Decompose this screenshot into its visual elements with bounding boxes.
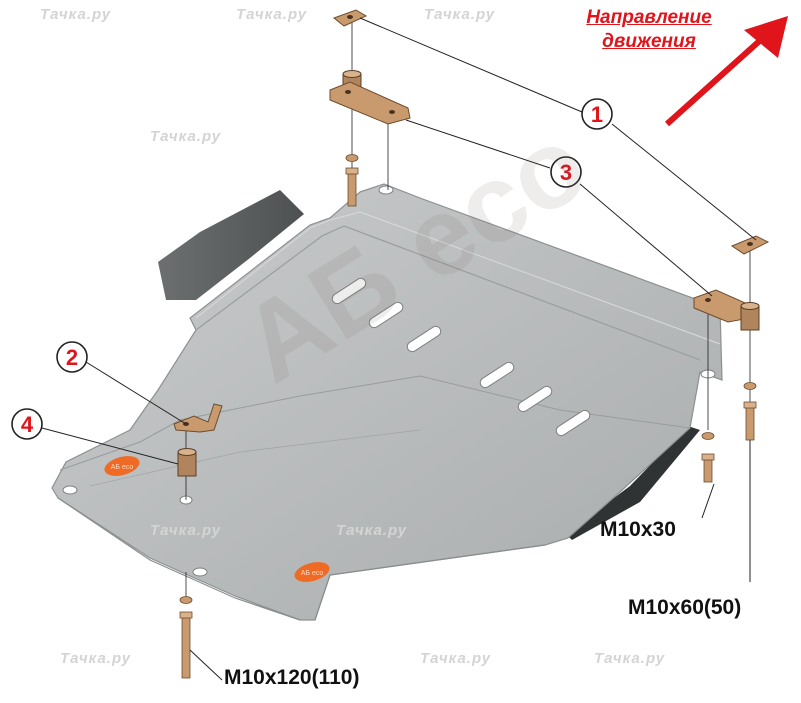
direction-line-2: движения bbox=[602, 31, 696, 52]
plate-logo-text-2: АБ eco bbox=[301, 570, 324, 577]
watermark: Тачка.ру bbox=[40, 6, 112, 23]
callout-3: 3 bbox=[550, 156, 582, 188]
watermark: Тачка.ру bbox=[424, 6, 496, 23]
vent-slots bbox=[331, 277, 591, 437]
watermark: Тачка.ру bbox=[150, 522, 222, 539]
plate-logo-text-1: АБ eco bbox=[111, 464, 134, 471]
bolt-label-m10x30: M10x30 bbox=[600, 518, 676, 541]
rear-shadow-panel bbox=[158, 190, 304, 300]
plate-logo-pads: АБ eco АБ eco bbox=[104, 456, 330, 582]
callout-1: 1 bbox=[581, 98, 613, 130]
front-bracket-assembly bbox=[173, 403, 223, 679]
watermark: Тачка.ру bbox=[236, 6, 308, 23]
bolt-label-m10x120: M10x120(110) bbox=[224, 666, 360, 689]
skid-plate: АБ eco АБ eco bbox=[51, 183, 723, 621]
rear-right-bracket-assembly bbox=[693, 235, 770, 483]
rear-left-bracket-assembly bbox=[329, 9, 411, 207]
direction-line-1: Направление bbox=[586, 7, 712, 28]
direction-arrow bbox=[664, 16, 788, 127]
callout-1-number: 1 bbox=[591, 102, 603, 127]
bolt-label-m10x60: M10x60(50) bbox=[628, 596, 742, 619]
callout-leaders bbox=[41, 17, 757, 681]
watermark: Тачка.ру bbox=[60, 650, 132, 667]
callout-4-number: 4 bbox=[21, 412, 34, 437]
callout-3-number: 3 bbox=[560, 160, 572, 185]
direction-label: Направление движения bbox=[566, 6, 732, 54]
watermark: Тачка.ру bbox=[336, 522, 408, 539]
callout-2: 2 bbox=[56, 341, 88, 373]
watermark: Тачка.ру bbox=[150, 128, 222, 145]
watermark: Тачка.ру bbox=[420, 650, 492, 667]
callout-2-number: 2 bbox=[66, 345, 78, 370]
watermark: Тачка.ру bbox=[594, 650, 666, 667]
callout-4: 4 bbox=[11, 408, 43, 440]
